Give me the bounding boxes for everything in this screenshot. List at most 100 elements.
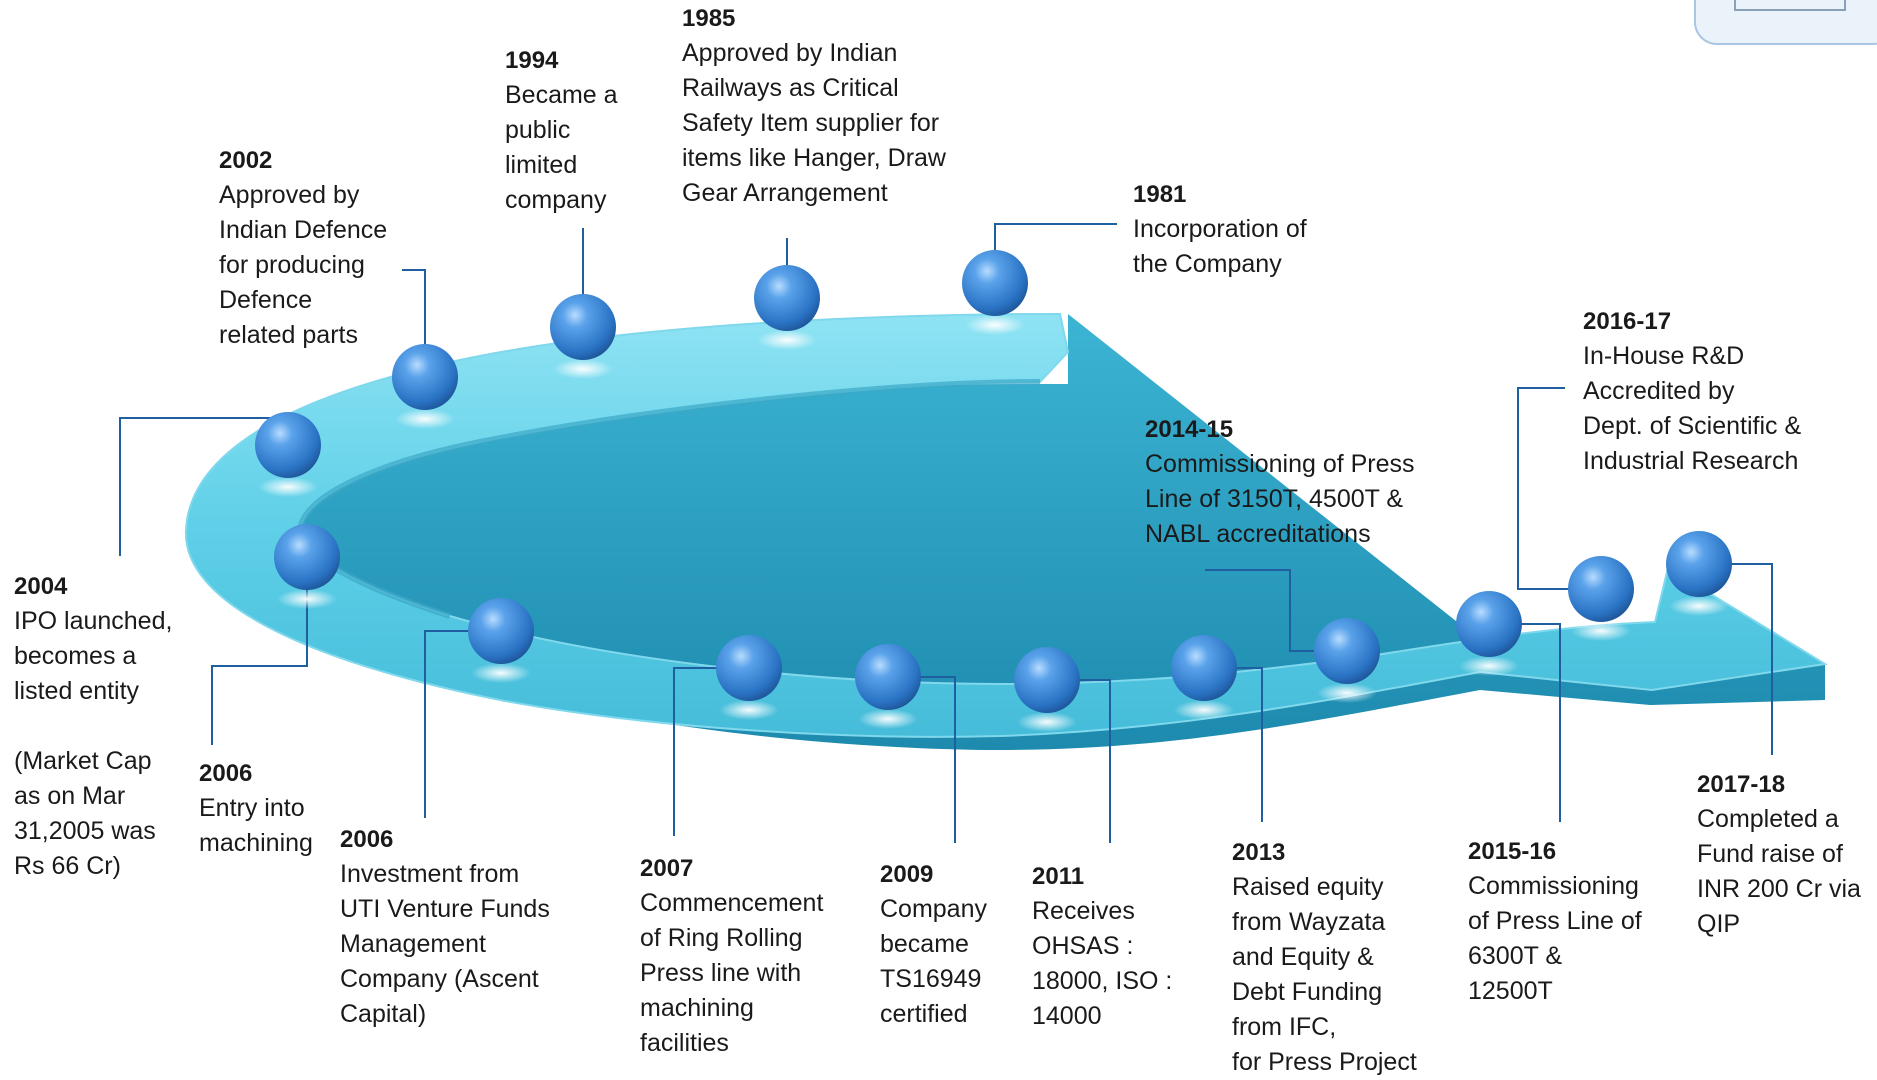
connector-line — [211, 586, 308, 745]
event-text: Management — [340, 930, 486, 958]
timeline-bead — [1014, 647, 1080, 713]
connector-line — [119, 417, 288, 556]
event-text: UTI Venture Funds — [340, 895, 550, 923]
timeline-bead — [1314, 618, 1380, 684]
event-text: Incorporation of — [1133, 215, 1307, 243]
event-2017-18: 2017-18 Completed a Fund raise of INR 20… — [1697, 768, 1861, 942]
event-text: Industrial Research — [1583, 447, 1799, 475]
connector-line — [402, 269, 426, 350]
timeline-bead — [1568, 556, 1634, 622]
event-text: for Press Project — [1232, 1048, 1417, 1076]
timeline-bead — [1456, 591, 1522, 657]
event-text: machining — [640, 994, 754, 1022]
timeline-bead — [962, 250, 1028, 316]
event-text: 31,2005 was — [14, 817, 156, 845]
event-text: In-House R&D — [1583, 342, 1745, 370]
event-text: from IFC, — [1232, 1013, 1337, 1041]
bead-reflection — [858, 709, 918, 729]
event-year: 2002 — [219, 147, 273, 174]
bead-reflection — [1669, 596, 1729, 616]
timeline-bead — [392, 344, 458, 410]
event-text: Line of 3150T, 4500T & — [1145, 485, 1404, 513]
event-text: limited — [505, 151, 578, 179]
event-text: 18000, ISO : — [1032, 967, 1173, 995]
timeline-bead — [550, 294, 616, 360]
event-1994: 1994 Became a public limited company — [505, 44, 618, 218]
event-text: Railways as Critical — [682, 74, 899, 102]
event-text: 12500T — [1468, 977, 1553, 1005]
event-text: Safety Item supplier for — [682, 109, 940, 137]
event-text: Rs 66 Cr) — [14, 852, 121, 880]
bead-reflection — [471, 663, 531, 683]
event-text: facilities — [640, 1029, 729, 1057]
event-text: Dept. of Scientific & — [1583, 412, 1802, 440]
event-text: Commissioning — [1468, 872, 1639, 900]
event-2006-investment: 2006 Investment from UTI Venture Funds M… — [340, 823, 550, 1032]
event-text: and Equity & — [1232, 943, 1374, 971]
event-text: IPO launched, — [14, 607, 173, 635]
event-text: public — [505, 116, 571, 144]
event-2011: 2011 Receives OHSAS : 18000, ISO : 14000 — [1032, 860, 1172, 1034]
bead-reflection — [1459, 656, 1519, 676]
event-2007: 2007 Commencement of Ring Rolling Press … — [640, 852, 823, 1061]
event-text: Investment from — [340, 860, 520, 888]
event-text: Company (Ascent — [340, 965, 539, 993]
bead-reflection — [965, 315, 1025, 335]
event-text: for producing — [219, 251, 365, 279]
event-year: 1985 — [682, 5, 736, 32]
event-text: 14000 — [1032, 1002, 1102, 1030]
bead-reflection — [395, 409, 455, 429]
event-text: Accredited by — [1583, 377, 1735, 405]
event-text: NABL accreditations — [1145, 520, 1371, 548]
event-text: certified — [880, 1000, 968, 1028]
track-side — [261, 314, 1825, 750]
event-text: Capital) — [340, 1000, 427, 1028]
event-1981: 1981 Incorporation of the Company — [1133, 178, 1307, 282]
event-2002: 2002 Approved by Indian Defence for prod… — [219, 144, 387, 353]
bead-reflection — [258, 477, 318, 497]
event-year: 2009 — [880, 861, 934, 888]
timeline-bead — [1666, 531, 1732, 597]
event-text: Approved by Indian — [682, 39, 898, 67]
event-year: 2007 — [640, 855, 694, 882]
event-year: 2011 — [1032, 863, 1085, 890]
event-text: Commencement — [640, 889, 824, 917]
timeline-bead — [716, 635, 782, 701]
event-year: 2014-15 — [1145, 416, 1234, 443]
timeline-bead — [855, 644, 921, 710]
connector-line — [1517, 387, 1601, 590]
timeline-bead — [754, 265, 820, 331]
timeline-bead — [1171, 635, 1237, 701]
bead-reflection — [1571, 621, 1631, 641]
event-text: Raised equity — [1232, 873, 1384, 901]
bead-reflection — [277, 589, 337, 609]
event-year: 1981 — [1133, 181, 1187, 208]
event-2006-machining: 2006 Entry into machining — [199, 757, 313, 861]
event-text: OHSAS : — [1032, 932, 1134, 960]
event-2016-17: 2016-17 In-House R&D Accredited by Dept.… — [1583, 305, 1801, 479]
event-text: Commissioning of Press — [1145, 450, 1415, 478]
event-1985: 1985 Approved by Indian Railways as Crit… — [682, 2, 946, 211]
bead-reflection — [757, 330, 817, 350]
event-text: listed entity — [14, 677, 140, 705]
event-year: 2017-18 — [1697, 771, 1786, 798]
bead-reflection — [1174, 700, 1234, 720]
event-text: of Press Line of — [1468, 907, 1642, 935]
event-2013: 2013 Raised equity from Wayzata and Equi… — [1232, 836, 1417, 1080]
event-text: Became a — [505, 81, 618, 109]
event-text: Defence — [219, 286, 313, 314]
bead-reflection — [1317, 683, 1377, 703]
event-text: became — [880, 930, 969, 958]
event-year: 2013 — [1232, 839, 1286, 866]
bead-reflection — [719, 700, 779, 720]
event-year: 2015-16 — [1468, 838, 1557, 865]
bead-reflection — [553, 359, 613, 379]
event-text: the Company — [1133, 250, 1282, 278]
event-text: Approved by — [219, 181, 360, 209]
timeline-beads — [255, 250, 1732, 732]
event-text: Press line with — [640, 959, 802, 987]
bead-reflection — [1017, 712, 1077, 732]
event-text: TS16949 — [880, 965, 982, 993]
event-text — [14, 709, 172, 744]
event-text: QIP — [1697, 910, 1741, 938]
